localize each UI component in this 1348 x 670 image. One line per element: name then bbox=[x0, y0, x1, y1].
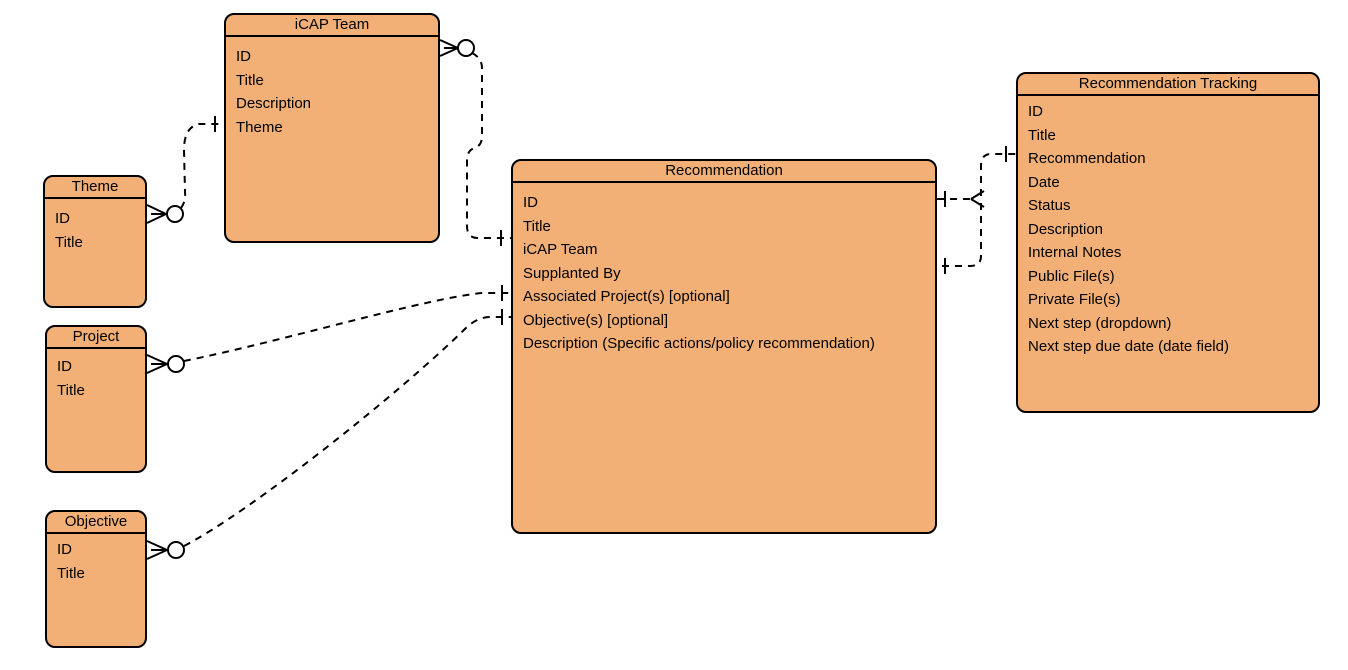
entity-recommendation-tracking: Recommendation Tracking ID Title Recomme… bbox=[1016, 72, 1320, 413]
entity-project: Project ID Title bbox=[45, 325, 147, 473]
entity-field: ID bbox=[523, 194, 538, 211]
entity-field: Title bbox=[57, 381, 85, 399]
entity-project-fields: ID Title bbox=[47, 349, 145, 402]
entity-objective: Objective ID Title bbox=[45, 510, 147, 648]
entity-field: Associated Project(s) [optional] bbox=[523, 288, 730, 305]
zero-or-many-marker-icon bbox=[439, 39, 475, 57]
entity-icap-team-fields: ID Title Description Theme bbox=[226, 37, 438, 139]
entity-field: Status bbox=[1028, 197, 1071, 214]
entity-field: Private File(s) bbox=[1028, 291, 1121, 308]
entity-field: Objective(s) [optional] bbox=[523, 311, 669, 329]
entity-project-title: Project bbox=[47, 327, 145, 349]
entity-field: Title bbox=[55, 233, 83, 251]
entity-field: ID bbox=[236, 48, 251, 65]
entity-field: ID bbox=[1028, 103, 1043, 120]
entity-icap-team: iCAP Team ID Title Description Theme bbox=[224, 13, 440, 243]
entity-recommendation-title: Recommendation bbox=[513, 161, 935, 183]
entity-recommendation-tracking-title: Recommendation Tracking bbox=[1018, 74, 1318, 96]
entity-field: Title bbox=[57, 564, 85, 582]
entity-field: ID bbox=[57, 358, 72, 375]
many-marker-icon bbox=[970, 190, 985, 208]
entity-field: Supplanted By bbox=[523, 264, 621, 282]
connector-objective-recommendation bbox=[146, 309, 511, 560]
entity-recommendation-fields: ID Title iCAP Team Supplanted By Associa… bbox=[513, 183, 935, 356]
zero-or-many-marker-icon bbox=[146, 540, 185, 560]
connector-project-recommendation bbox=[146, 285, 511, 374]
entity-field: Date bbox=[1028, 173, 1060, 191]
entity-field: Description (Specific actions/policy rec… bbox=[523, 335, 875, 352]
entity-field: ID bbox=[55, 210, 70, 227]
entity-theme-fields: ID Title bbox=[45, 199, 145, 254]
entity-field: Description bbox=[236, 95, 312, 112]
connector-theme-icap-team bbox=[146, 116, 224, 224]
zero-or-many-marker-icon bbox=[146, 204, 184, 224]
entity-theme-title: Theme bbox=[45, 177, 145, 199]
connector-recommendation-tracking bbox=[937, 146, 1016, 274]
entity-field: Title bbox=[236, 71, 264, 89]
entity-field: Theme bbox=[236, 118, 283, 136]
entity-field: Title bbox=[1028, 126, 1056, 144]
entity-recommendation-tracking-fields: ID Title Recommendation Date Status Desc… bbox=[1018, 96, 1318, 359]
entity-theme: Theme ID Title bbox=[43, 175, 147, 308]
entity-objective-fields: ID Title bbox=[47, 534, 145, 585]
entity-field: Public File(s) bbox=[1028, 267, 1115, 285]
entity-field: ID bbox=[57, 541, 72, 558]
entity-objective-title: Objective bbox=[47, 512, 145, 534]
entity-icap-team-title: iCAP Team bbox=[226, 15, 438, 37]
entity-field: Description bbox=[1028, 220, 1104, 238]
entity-field: iCAP Team bbox=[523, 241, 598, 258]
entity-field: Recommendation bbox=[1028, 150, 1146, 167]
entity-field: Next step due date (date field) bbox=[1028, 338, 1229, 355]
zero-or-many-marker-icon bbox=[146, 354, 185, 374]
connector-icap-team-recommendation bbox=[439, 39, 511, 246]
entity-recommendation: Recommendation ID Title iCAP Team Suppla… bbox=[511, 159, 937, 534]
entity-field: Next step (dropdown) bbox=[1028, 314, 1172, 332]
entity-field: Internal Notes bbox=[1028, 244, 1122, 261]
entity-field: Title bbox=[523, 217, 551, 235]
